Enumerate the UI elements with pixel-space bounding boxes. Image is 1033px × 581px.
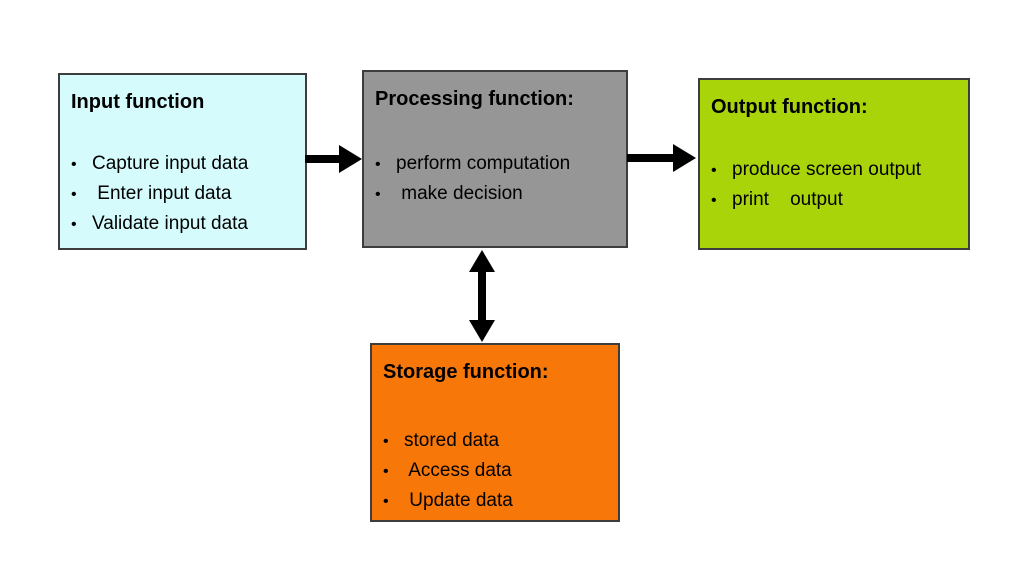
- bullet-item: • Capture input data: [71, 149, 297, 179]
- bullet-icon: •: [383, 463, 389, 480]
- output-function-box: Output function: • produce screen output …: [698, 78, 970, 250]
- output-box-title: Output function:: [711, 96, 868, 118]
- processing-storage-double-arrow-icon: [466, 250, 498, 347]
- storage-bullet-list: • stored data • Access data • Update data: [383, 426, 610, 516]
- bullet-text: Enter input data: [92, 183, 232, 204]
- bullet-item: • stored data: [383, 426, 610, 456]
- processing-to-output-arrow-icon: [627, 143, 697, 178]
- bullet-icon: •: [711, 192, 717, 209]
- bullet-text: stored data: [404, 430, 500, 451]
- input-function-box: Input function • Capture input data • Ent…: [58, 73, 307, 250]
- bullet-text: produce screen output: [732, 159, 922, 180]
- bullet-icon: •: [711, 162, 717, 179]
- bullet-icon: •: [375, 186, 381, 203]
- input-to-processing-arrow-icon: [305, 144, 363, 179]
- storage-box-title: Storage function:: [383, 361, 549, 383]
- bullet-item: • produce screen output: [711, 155, 960, 185]
- bullet-item: • Validate input data: [71, 209, 297, 239]
- bullet-text: Access data: [404, 460, 512, 481]
- input-box-title: Input function: [71, 91, 205, 113]
- processing-function-box: Processing function: • perform computatio…: [362, 70, 628, 248]
- bullet-icon: •: [71, 156, 77, 173]
- bullet-text: Update data: [404, 490, 513, 511]
- bullet-item: • perform computation: [375, 149, 618, 179]
- processing-bullet-list: • perform computation • make decision: [375, 149, 618, 209]
- input-bullet-list: • Capture input data • Enter input data •…: [71, 149, 297, 239]
- bullet-text: print output: [732, 189, 843, 210]
- bullet-item: • print output: [711, 185, 960, 215]
- bullet-item: • Update data: [383, 486, 610, 516]
- bullet-icon: •: [383, 493, 389, 510]
- processing-box-title: Processing function:: [375, 88, 574, 110]
- storage-function-box: Storage function: • stored data • Access …: [370, 343, 620, 522]
- bullet-text: Validate input data: [92, 213, 248, 234]
- output-bullet-list: • produce screen output • print output: [711, 155, 960, 215]
- bullet-item: • Enter input data: [71, 179, 297, 209]
- bullet-icon: •: [71, 186, 77, 203]
- bullet-text: make decision: [396, 183, 523, 204]
- bullet-text: Capture input data: [92, 153, 249, 174]
- bullet-icon: •: [383, 433, 389, 450]
- bullet-icon: •: [71, 216, 77, 233]
- bullet-item: • make decision: [375, 179, 618, 209]
- bullet-icon: •: [375, 156, 381, 173]
- bullet-item: • Access data: [383, 456, 610, 486]
- bullet-text: perform computation: [396, 153, 571, 174]
